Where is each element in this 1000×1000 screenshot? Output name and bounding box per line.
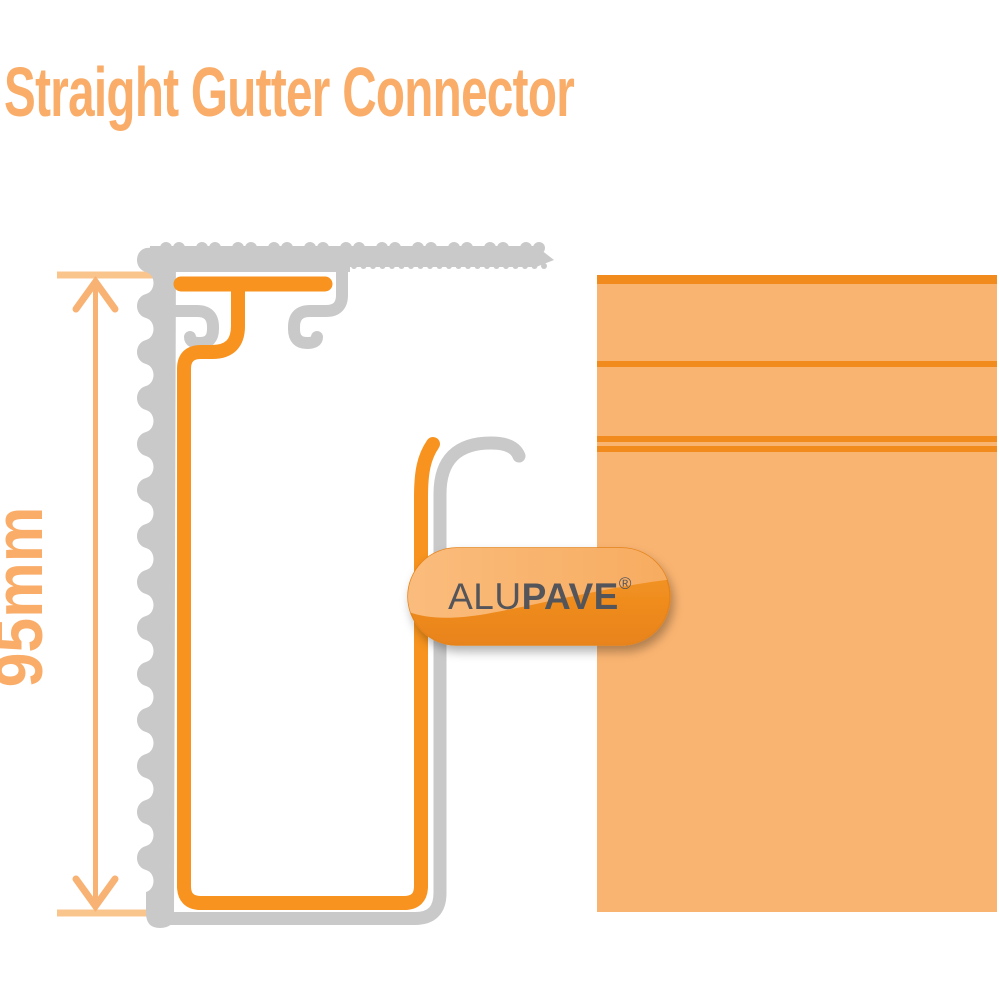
logo-alu: ALU xyxy=(448,576,521,617)
logo-pill-gloss xyxy=(408,548,670,618)
decking-side-scalloped-bar xyxy=(137,246,176,928)
decking-gutter-channel xyxy=(151,436,526,925)
logo-pave: PAVE xyxy=(522,576,619,617)
decking-antislip-bumps xyxy=(160,242,545,254)
logo-wordmark: ALUPAVE® xyxy=(448,574,632,617)
page-title: Straight Gutter Connector xyxy=(4,53,575,131)
alupave-logo-badge: ALUPAVE® xyxy=(407,547,671,646)
dimension-arrow-down xyxy=(72,875,119,912)
dimension-arrow-up xyxy=(72,276,119,313)
panel-groove-line xyxy=(597,436,997,442)
panel-groove-line xyxy=(597,446,997,452)
panel-top-band xyxy=(597,275,997,284)
dimension-label: 95mm xyxy=(0,507,57,688)
decking-hook-left xyxy=(167,305,219,349)
connector-body xyxy=(177,277,440,910)
connector-profile-orange xyxy=(173,276,440,910)
decking-profile-gray xyxy=(137,242,554,928)
panel-groove-line xyxy=(597,361,997,367)
registered-trademark-icon: ® xyxy=(619,574,632,593)
decking-hook-right xyxy=(288,265,348,349)
decking-blade-ripples xyxy=(351,263,547,269)
dimension-annotation: 95mm xyxy=(0,271,156,917)
